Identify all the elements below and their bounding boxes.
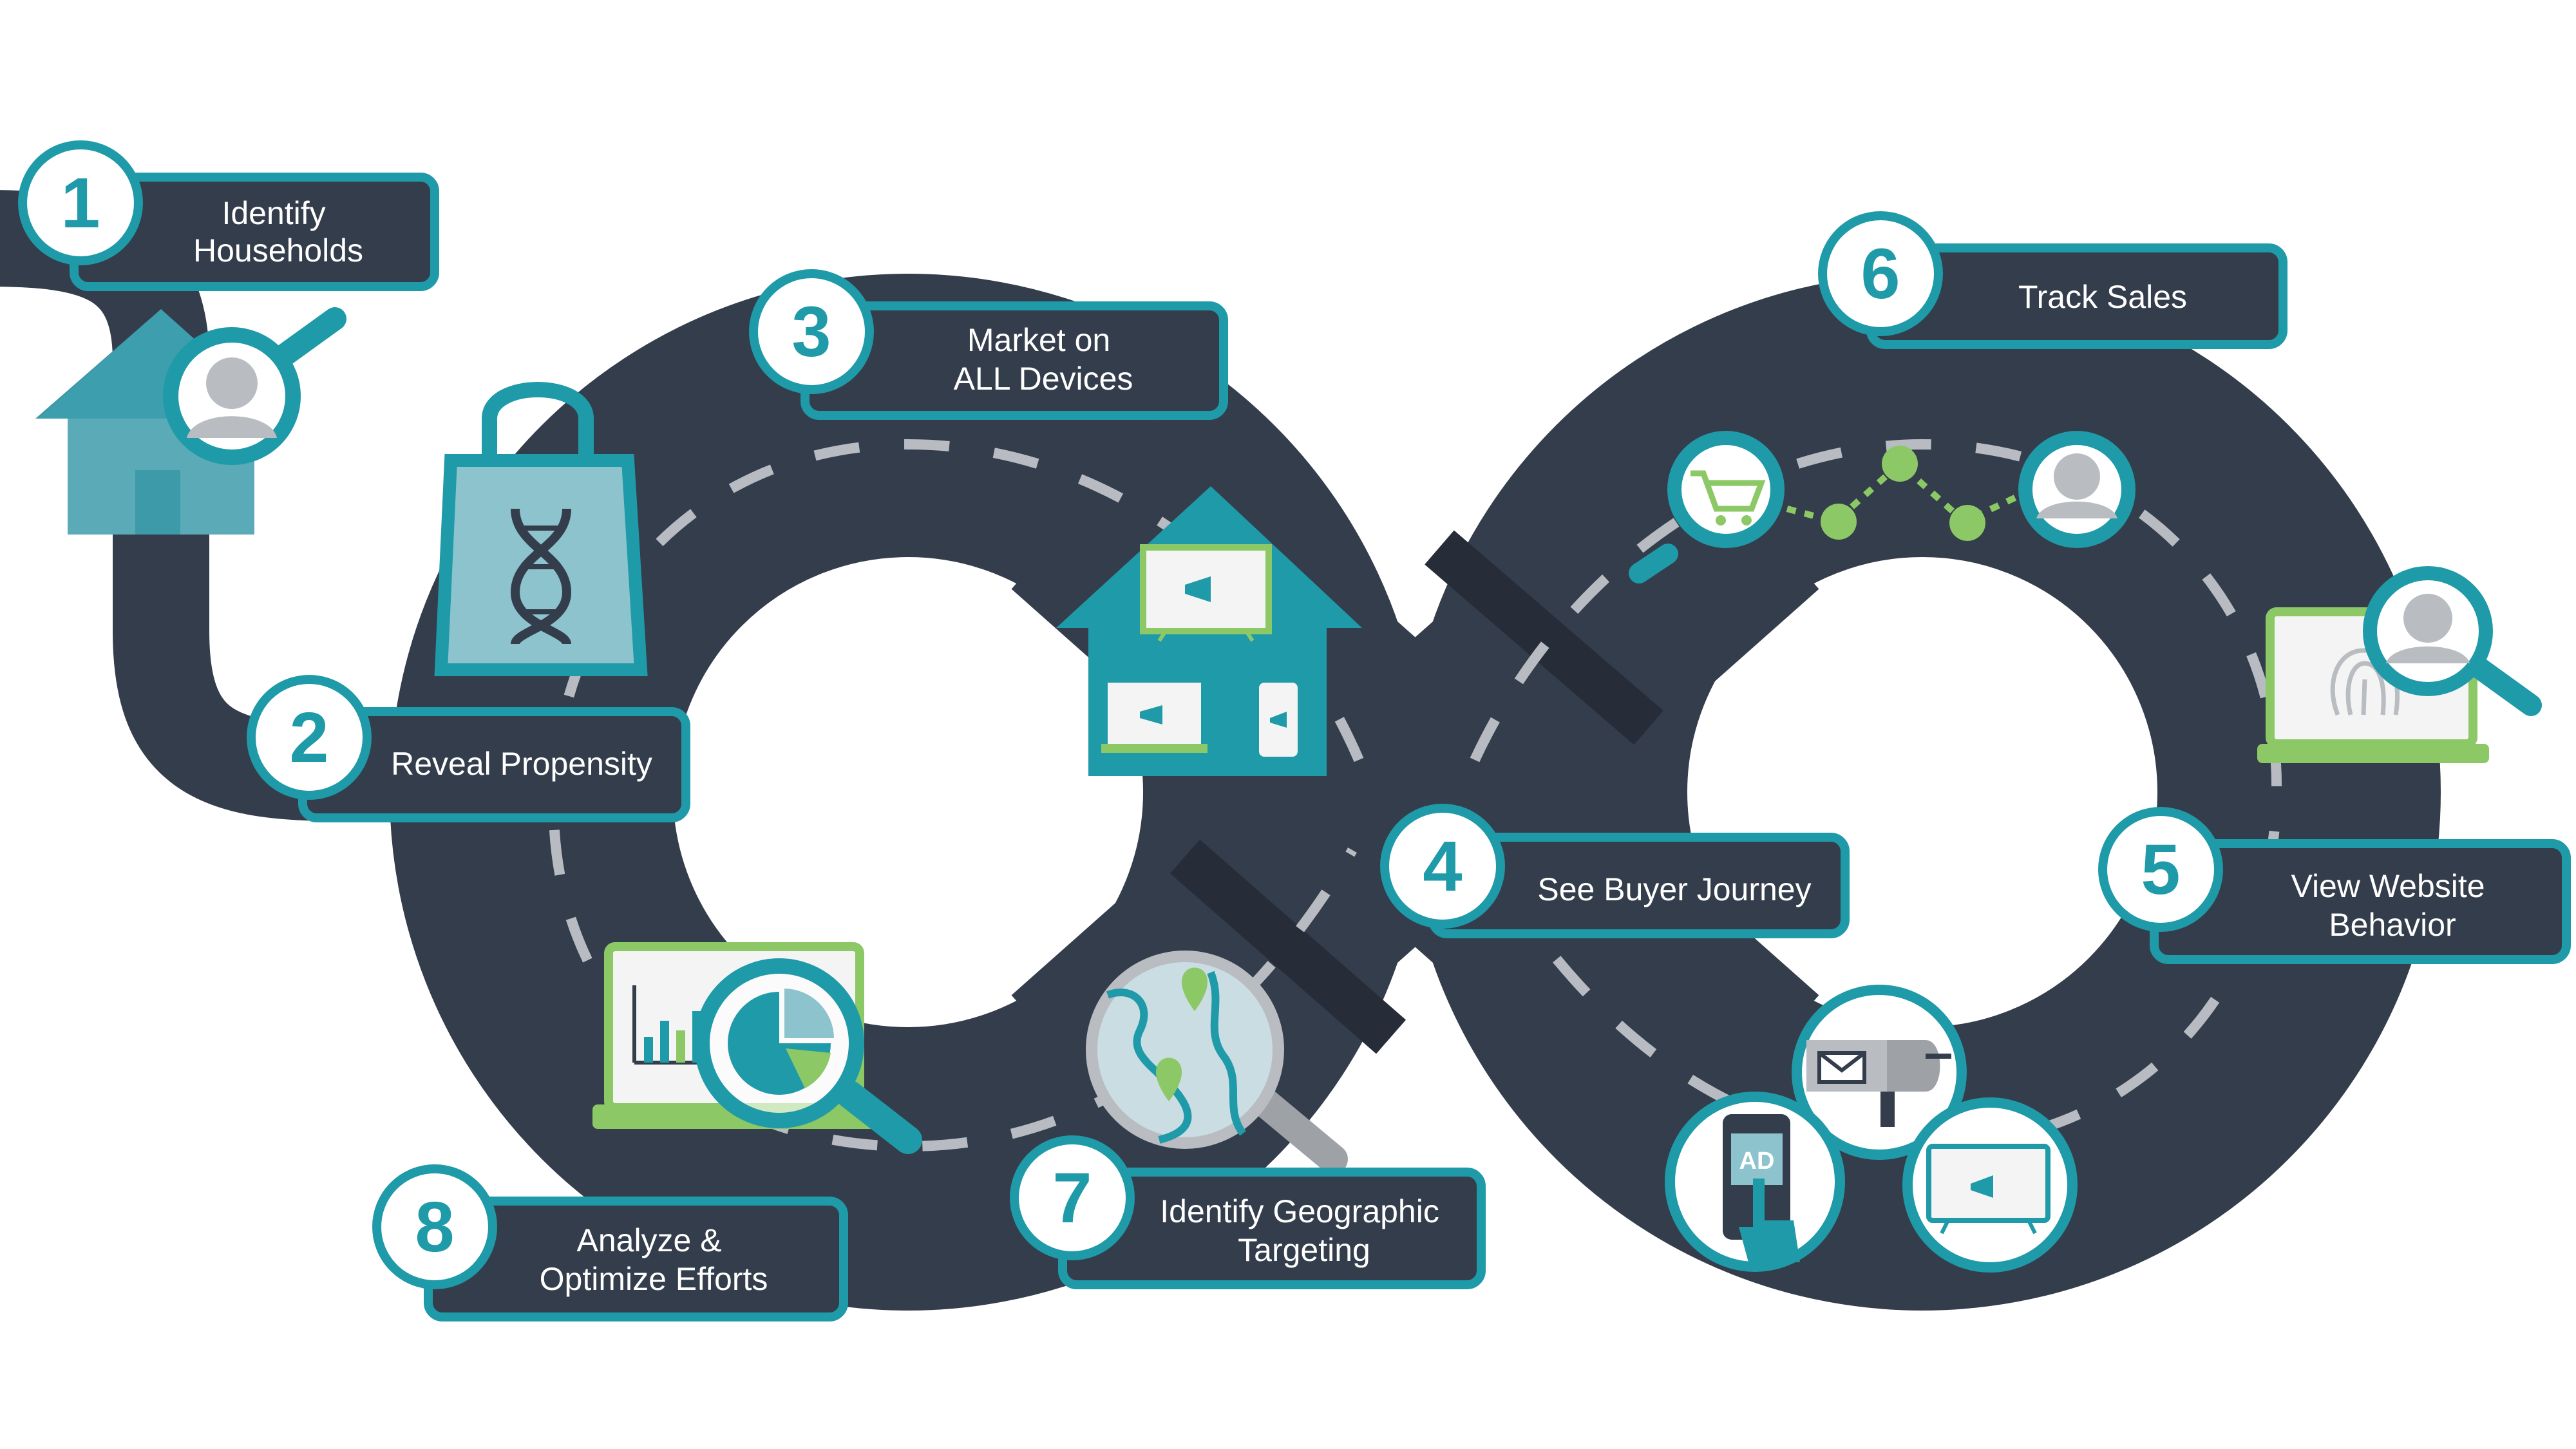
step-2-number: 2: [289, 698, 328, 777]
step-4-label: See Buyer Journey: [1537, 871, 1811, 907]
right-loop-hole: [1710, 580, 2135, 1005]
step-1-badge: [18, 140, 143, 265]
step-7: 7 Identify Geographic Targeting: [1010, 1135, 1486, 1289]
step-1-label: Identify Households: [193, 195, 363, 269]
step-5: 5 View Website Behavior: [2098, 807, 2571, 964]
step-8-label-line2: Optimize Efforts: [540, 1261, 768, 1297]
ad-badge: AD: [1739, 1148, 1775, 1175]
step-7-label-line2: Targeting: [1238, 1232, 1370, 1268]
fingerprint-laptop-icon: [2257, 566, 2542, 763]
step-3-label-line1: Market on: [967, 322, 1110, 358]
step-7-badge: [1010, 1135, 1135, 1260]
step-7-label-line1: Identify Geographic: [1160, 1193, 1439, 1229]
step-2-label: Reveal Propensity: [391, 746, 652, 782]
dna-shopping-bag-icon: [434, 382, 648, 676]
step-1-label-line2: Households: [193, 232, 363, 269]
step-5-label: View Website Behavior: [2291, 868, 2494, 943]
step-1: 1 Identify Households: [18, 140, 439, 291]
step-6: 6 Track Sales: [1818, 211, 2287, 349]
step-4: 4 See Buyer Journey: [1380, 804, 1850, 938]
step-3-label-line2: ALL Devices: [954, 361, 1133, 397]
step-2: 2 Reveal Propensity: [247, 675, 690, 822]
step-4-badge: [1380, 804, 1505, 929]
mailbox-ad-tv-icon: AD: [1665, 985, 2078, 1273]
lane-left-loop: [548, 439, 1364, 1152]
step-3-badge: [749, 269, 874, 394]
analytics-laptop-icon: [592, 942, 922, 1154]
step-2-badge: [247, 675, 372, 800]
step-5-label-line1: View Website: [2291, 868, 2485, 904]
road-seam-lower: [1170, 839, 1406, 1054]
step-6-badge: [1818, 211, 1943, 336]
left-loop-hole: [696, 580, 1121, 1005]
step-8-label-line1: Analyze &: [576, 1222, 721, 1258]
step-8-badge: [372, 1164, 497, 1289]
step-6-label: Track Sales: [2018, 279, 2187, 315]
road-seam-upper: [1425, 530, 1663, 745]
step-8-number: 8: [415, 1188, 454, 1267]
step-8: 8 Analyze & Optimize Efforts: [372, 1164, 848, 1321]
house-magnifier-icon: [35, 307, 346, 535]
step-6-number: 6: [1861, 234, 1900, 314]
house-devices-icon: [1056, 486, 1362, 776]
cart-to-person-journey-icon: [1629, 431, 2136, 583]
step-8-label: Analyze & Optimize Efforts: [540, 1222, 768, 1297]
step-5-badge: [2098, 807, 2223, 932]
step-3-label: Market on ALL Devices: [954, 322, 1133, 397]
step-1-label-line1: Identify: [222, 195, 325, 231]
step-5-label-line2: Behavior: [2329, 907, 2456, 943]
step-4-number: 4: [1423, 827, 1462, 906]
step-5-number: 5: [2141, 830, 2180, 909]
step-3-number: 3: [791, 292, 831, 372]
step-3: 3 Market on ALL Devices: [749, 269, 1228, 420]
step-1-number: 1: [61, 164, 100, 243]
step-7-label: Identify Geographic Targeting: [1160, 1193, 1448, 1268]
step-7-number: 7: [1052, 1159, 1092, 1238]
map-magnifier-icon: [1086, 951, 1348, 1174]
